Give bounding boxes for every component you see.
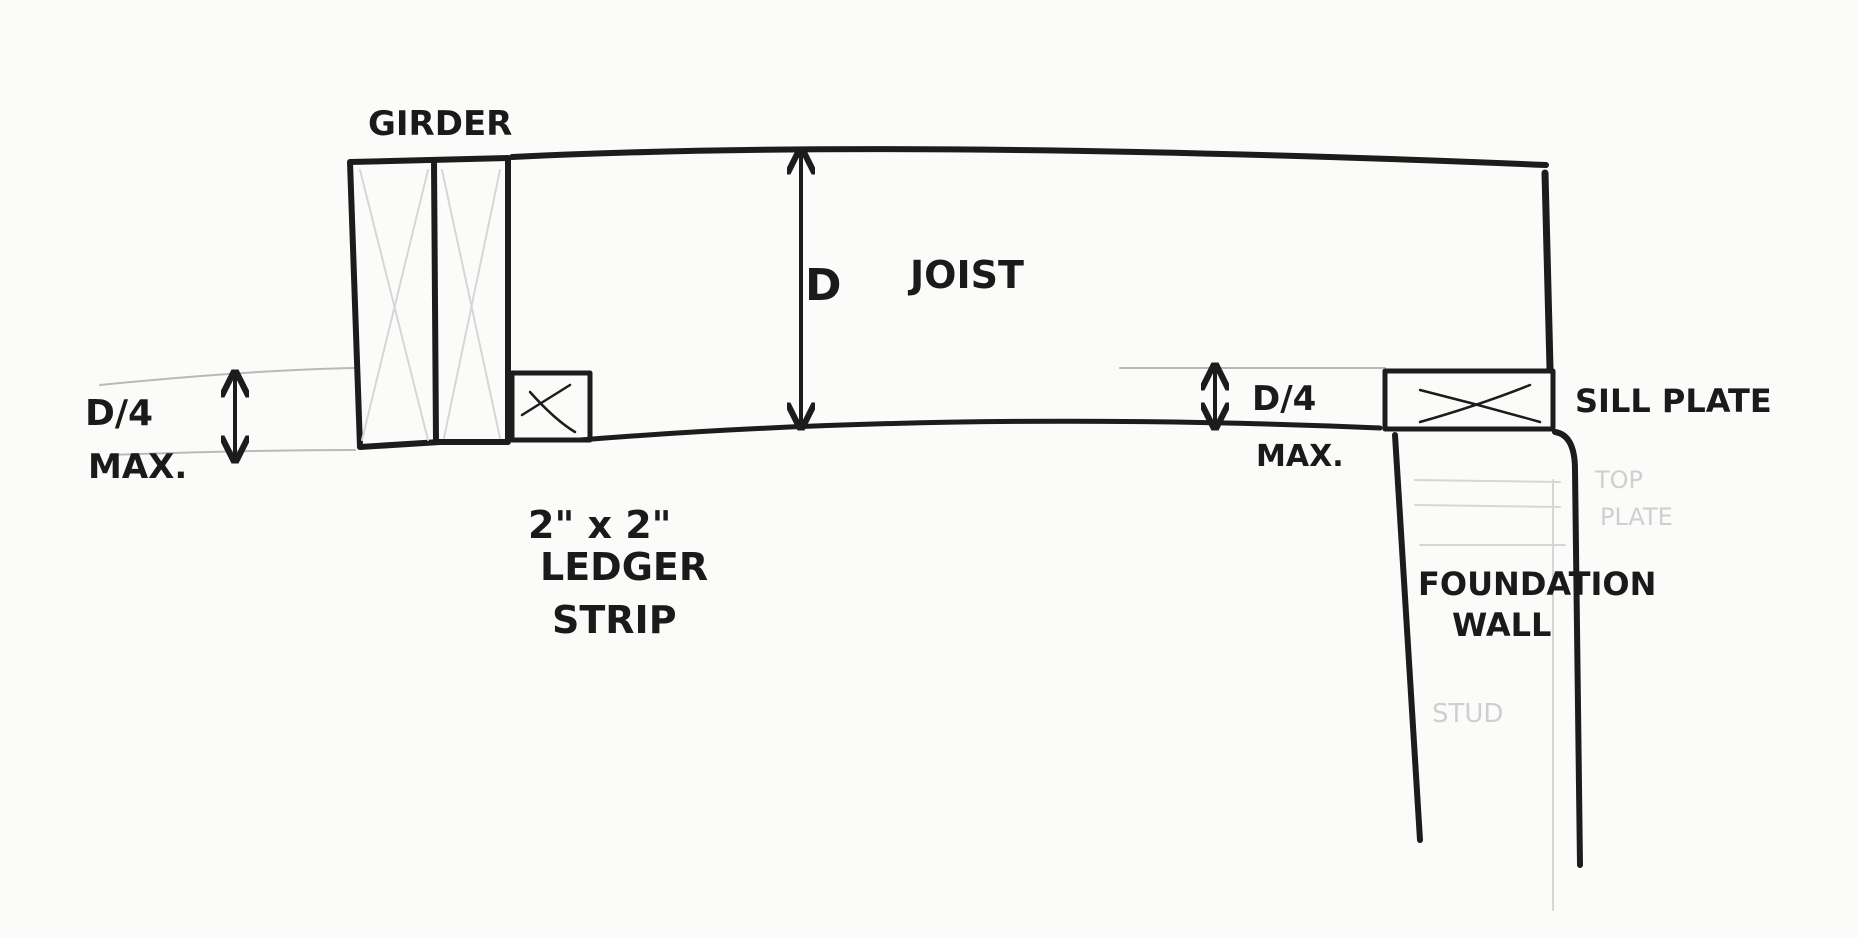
foundation-wall (1392, 429, 1583, 911)
girder-cross-hatch (359, 169, 501, 441)
girder (347, 155, 511, 450)
right-quarter-depth-label: D/4 (1252, 379, 1316, 419)
wall-label: WALL (1452, 606, 1551, 644)
foundation-label: FOUNDATION (1418, 565, 1656, 603)
sill-plate-label: SILL PLATE (1575, 382, 1772, 420)
girder-label: GIRDER (368, 104, 512, 144)
right-max-label: MAX. (1256, 439, 1344, 474)
joist-label: JOIST (907, 253, 1024, 297)
left-max-label: MAX. (88, 447, 187, 487)
left-quarter-depth-label: D/4 (85, 393, 153, 434)
ledger-label: LEDGER (540, 545, 708, 589)
joist (509, 146, 1554, 443)
ledger-size-label: 2" x 2" (528, 503, 671, 547)
top-plate-faint-label-2: PLATE (1600, 503, 1673, 531)
strip-label: STRIP (552, 598, 677, 642)
top-plate-faint-label: TOP (1594, 466, 1643, 494)
sill-plate (1382, 368, 1556, 432)
joist-depth-label: D (805, 260, 842, 311)
stud-faint-label: STUD (1432, 699, 1503, 729)
ledger-strip (509, 370, 593, 443)
